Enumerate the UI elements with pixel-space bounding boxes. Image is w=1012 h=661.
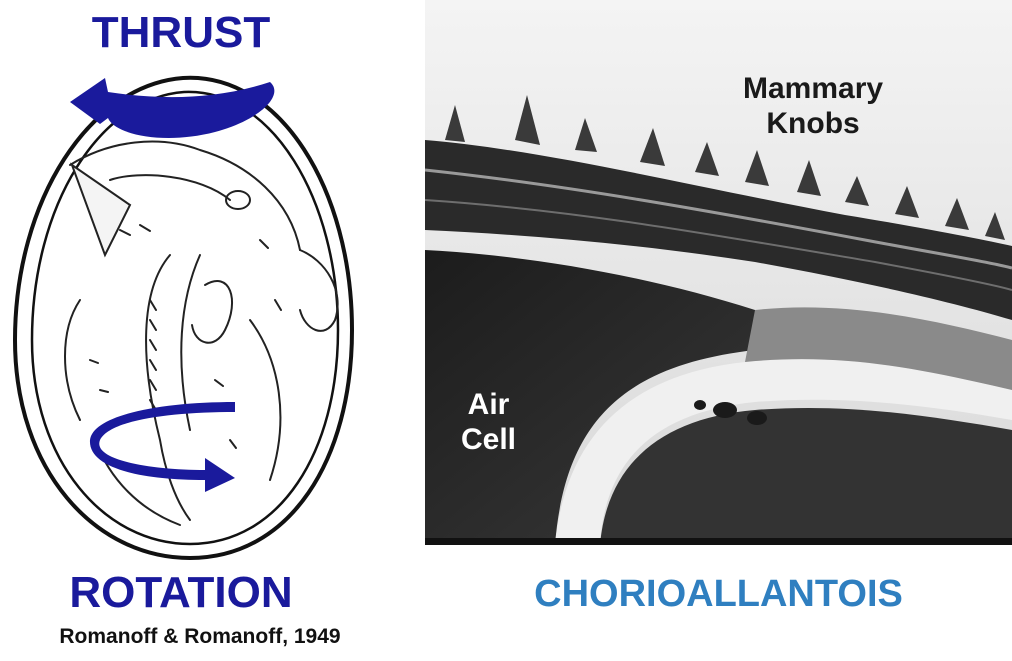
chorioallantois-panel: Mammary Knobs Air Cell CHORIOALLANTOIS: [425, 0, 1012, 661]
air-cell-label: Air Cell: [461, 388, 516, 457]
thrust-label: THRUST: [0, 8, 362, 58]
air-cell-label-line1: Air: [461, 388, 516, 423]
mammary-knobs-label: Mammary Knobs: [743, 72, 883, 141]
chorioallantois-micrograph: [425, 0, 1012, 545]
mammary-label-line1: Mammary: [743, 72, 883, 107]
air-cell-label-line2: Cell: [461, 423, 516, 458]
rotation-label: ROTATION: [0, 568, 362, 618]
embryo-egg-illustration: [0, 0, 400, 661]
chorioallantois-title: CHORIOALLANTOIS: [425, 573, 1012, 616]
citation-label: Romanoff & Romanoff, 1949: [0, 625, 400, 649]
mammary-label-line2: Knobs: [743, 107, 883, 142]
embryo-diagram-panel: THRUST ROTATION Romanoff & Romanoff, 194…: [0, 0, 400, 661]
